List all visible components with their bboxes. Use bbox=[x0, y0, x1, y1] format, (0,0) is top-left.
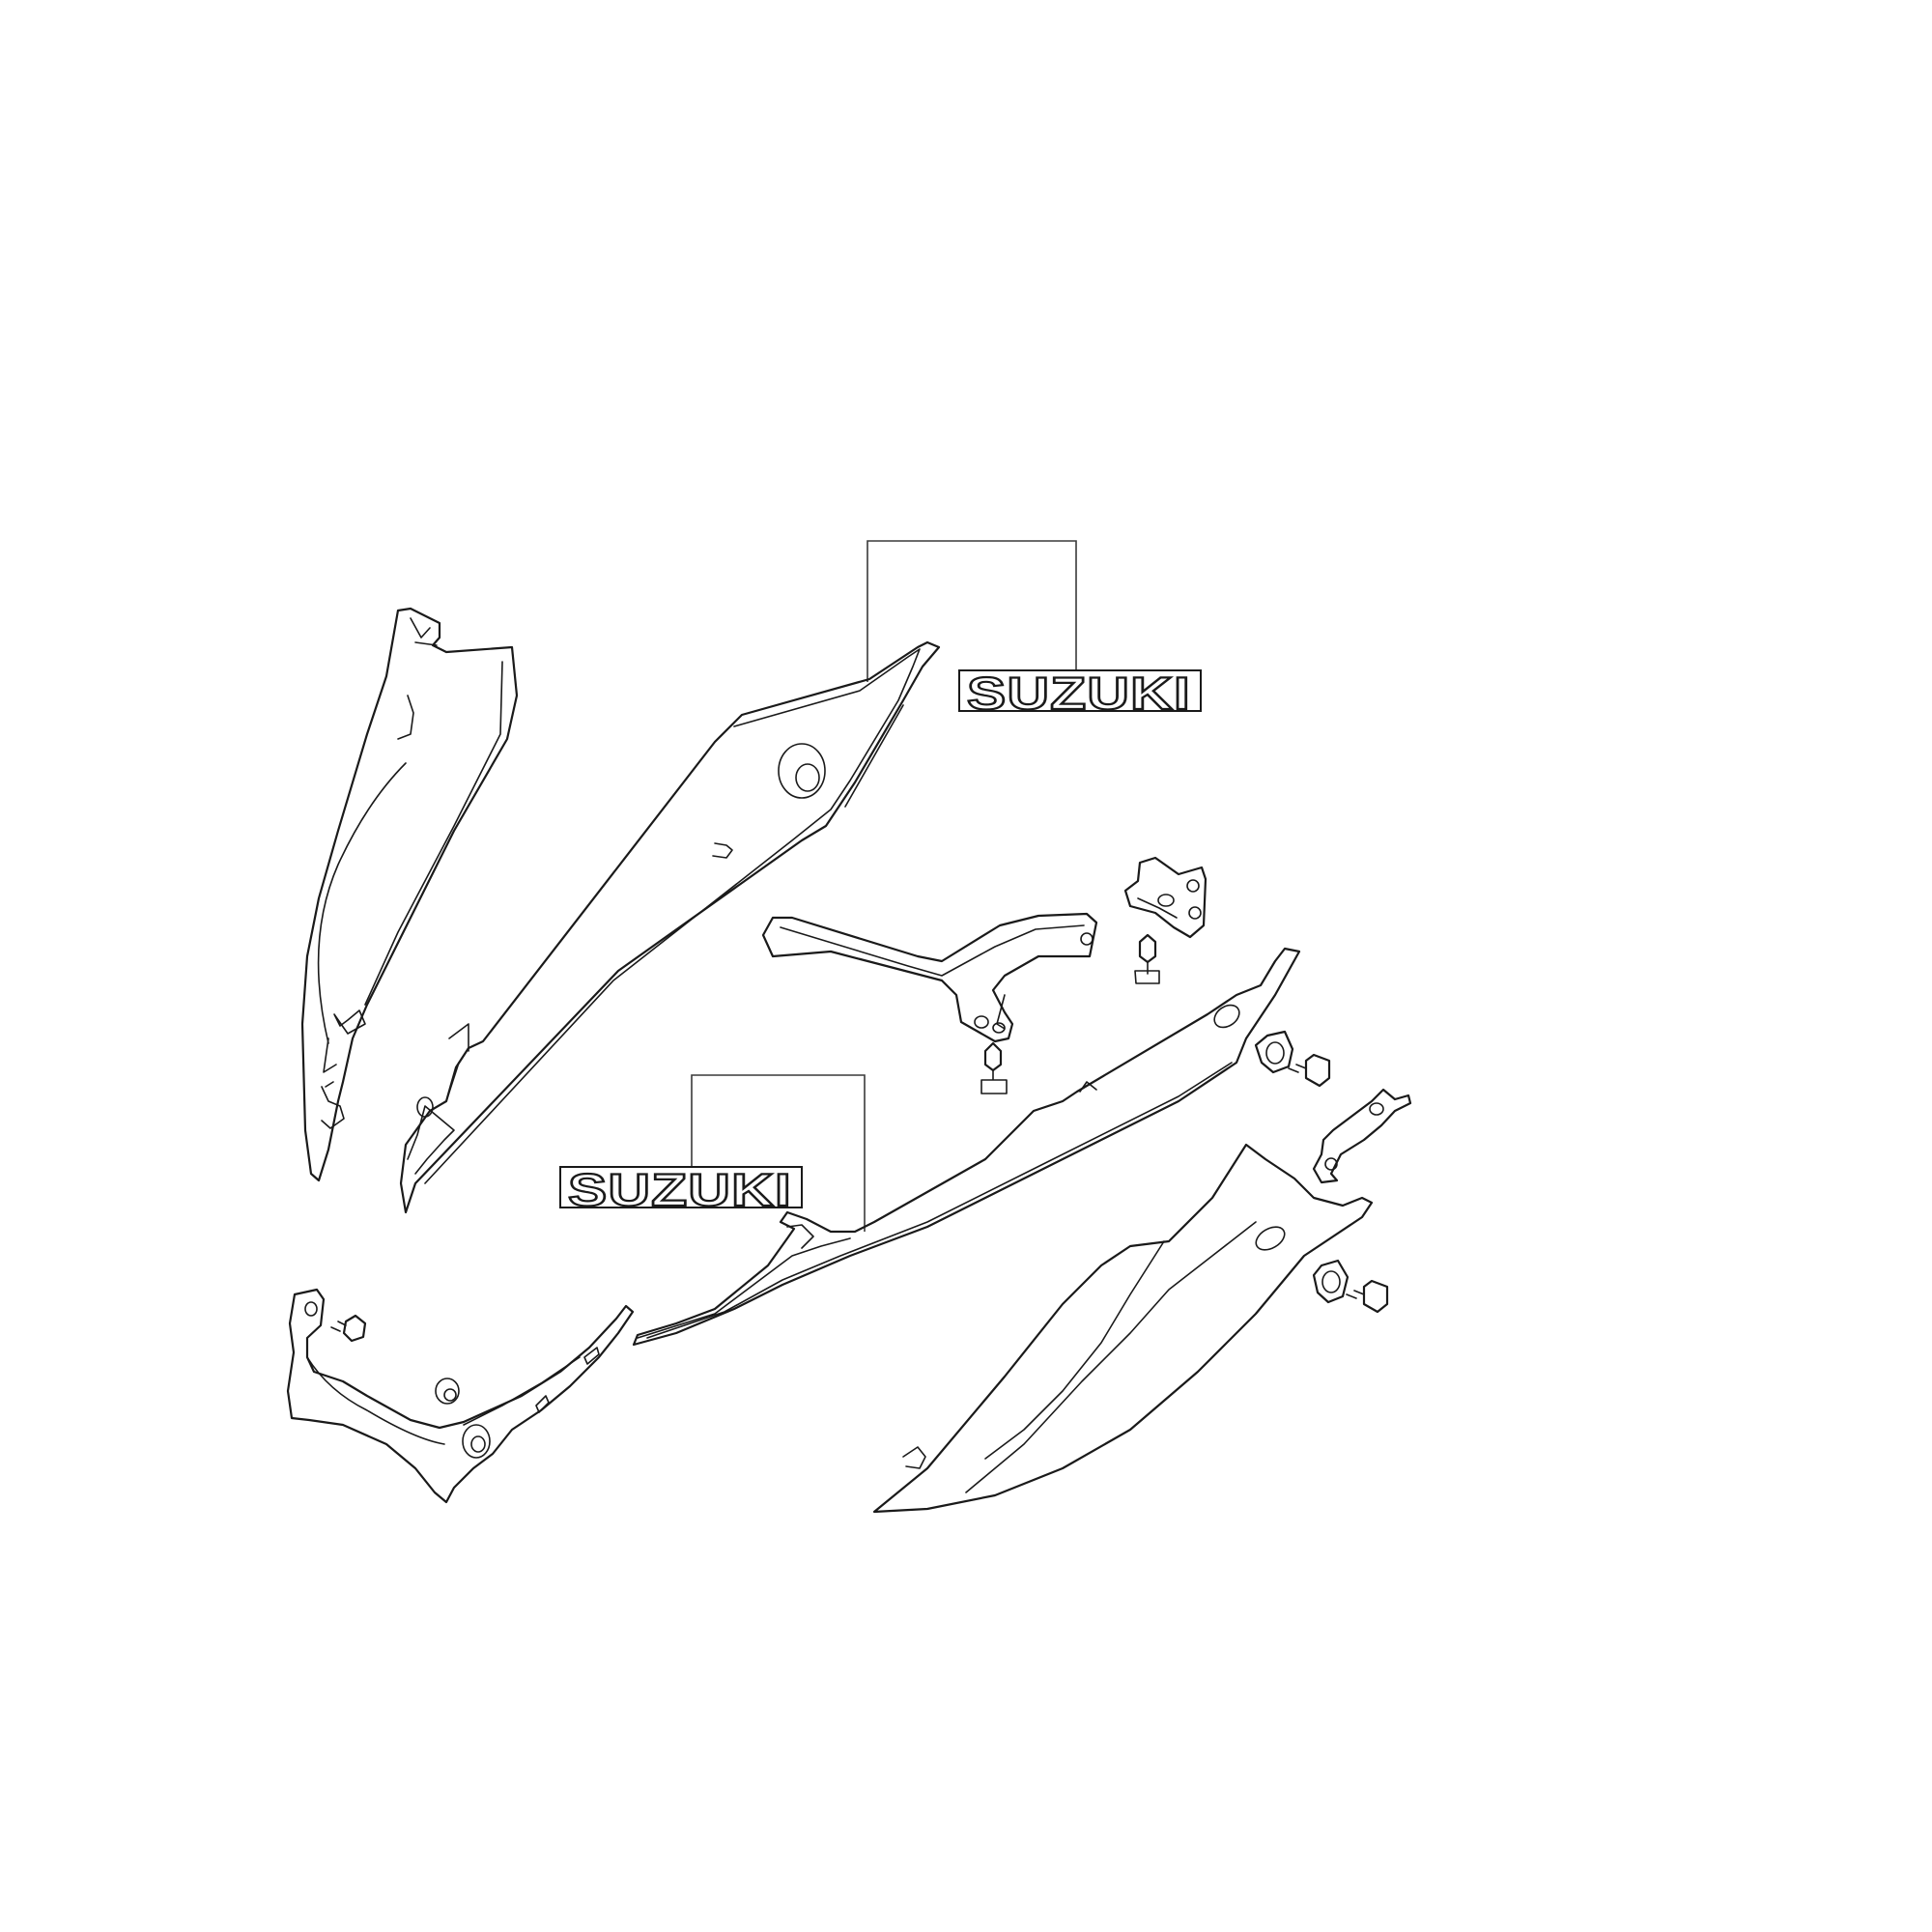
lower-cowl-upper-panel bbox=[399, 640, 941, 1214]
leader-lines bbox=[691, 540, 1077, 1232]
lower-emblem-text: SUZUKI bbox=[568, 1164, 792, 1215]
lower-cowl-front bbox=[286, 1288, 635, 1504]
grommet-hole-icon bbox=[778, 743, 826, 799]
lower-emblem: SUZUKI bbox=[559, 1163, 803, 1216]
grommet-icon bbox=[1254, 1030, 1294, 1074]
lower-emblem-plate bbox=[559, 1166, 803, 1208]
bolt-icon bbox=[980, 1041, 1008, 1094]
cowl-bracket-right bbox=[1312, 1088, 1412, 1184]
screw-icon bbox=[1288, 1053, 1331, 1088]
upper-emblem-plate bbox=[958, 669, 1202, 712]
leader-upper-emblem bbox=[867, 540, 1077, 682]
mounting-bracket-right bbox=[1123, 856, 1208, 939]
cowl-stay-bracket bbox=[761, 912, 1098, 1043]
grommet-hole-icon bbox=[435, 1378, 460, 1405]
bolt-icon bbox=[1134, 933, 1160, 984]
upper-emblem-text: SUZUKI bbox=[967, 668, 1191, 719]
front-side-cowl-left bbox=[300, 607, 519, 1182]
under-cowl-side-panel bbox=[632, 947, 1301, 1347]
under-cowl-lower-panel bbox=[872, 1143, 1374, 1514]
screw-icon bbox=[330, 1314, 367, 1343]
upper-emblem: SUZUKI bbox=[958, 667, 1202, 720]
grommet-icon bbox=[1312, 1259, 1350, 1304]
leader-lower-emblem bbox=[691, 1074, 866, 1232]
screw-icon bbox=[1346, 1279, 1389, 1314]
